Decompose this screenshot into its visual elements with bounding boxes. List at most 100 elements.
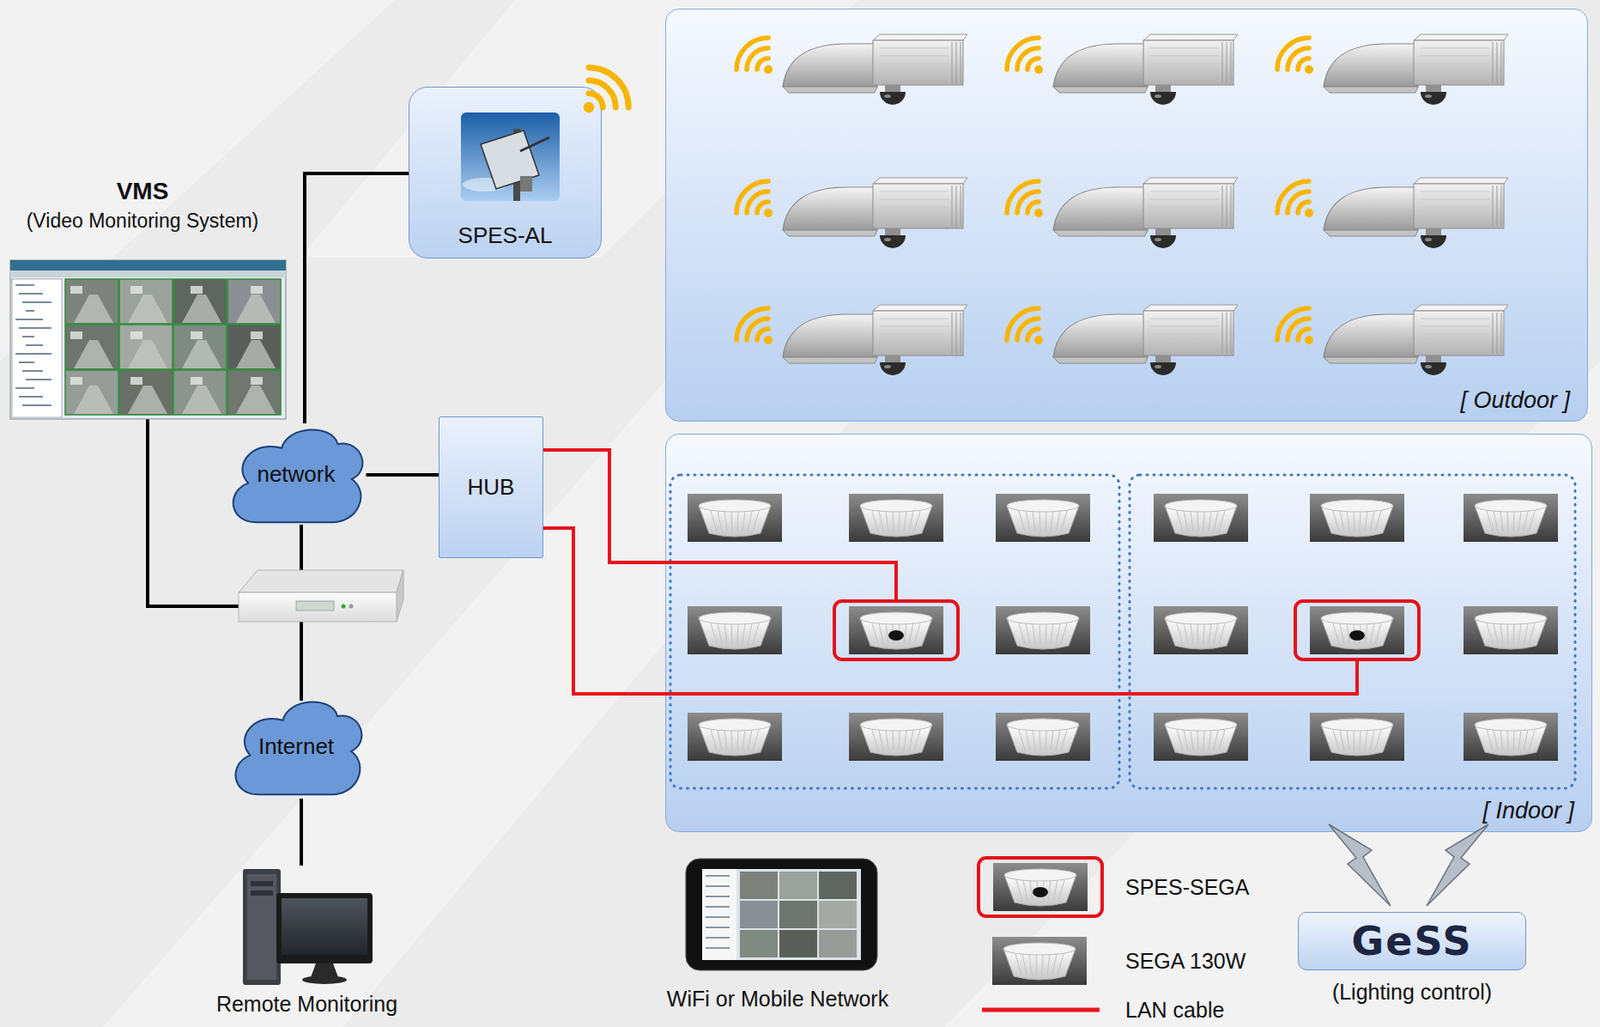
fixture-fin <box>1042 953 1043 975</box>
wifi-arc <box>1027 201 1039 213</box>
dome-camera <box>1150 362 1176 376</box>
fixture-fin <box>1339 729 1345 751</box>
camera-glint <box>884 364 891 369</box>
fixture-rim <box>1321 612 1394 625</box>
camera-tile <box>119 369 173 415</box>
tile-road <box>181 339 222 369</box>
light-box <box>1413 40 1504 85</box>
hood-rim <box>782 357 878 364</box>
fixture-fin <box>752 510 759 532</box>
box-fin <box>956 185 958 227</box>
box-fin <box>1501 42 1503 84</box>
fixture-fin <box>752 623 759 644</box>
wifi-arc <box>757 328 769 340</box>
fixture-fin <box>1208 623 1212 644</box>
hood-rim <box>1053 230 1148 237</box>
fixture-fin <box>1500 623 1504 644</box>
fixture-fin <box>1176 510 1183 532</box>
fixture-bowl <box>1321 618 1394 649</box>
sidebar-item <box>705 946 730 949</box>
box-rib <box>879 191 949 193</box>
fixture-fin <box>892 510 894 532</box>
light-box <box>1413 310 1504 356</box>
wifi-dot <box>763 65 773 74</box>
fixture-fin <box>1518 729 1522 751</box>
sega-light <box>687 493 782 542</box>
wifi-icon <box>1006 308 1043 345</box>
fixture-fin <box>717 623 722 644</box>
tile-road <box>127 385 168 414</box>
wifi-arc <box>1006 181 1039 213</box>
fixture-frame <box>687 493 782 542</box>
wifi-dot <box>1034 335 1043 345</box>
hood-rim <box>1323 230 1419 237</box>
camera-eye <box>888 630 904 641</box>
wifi-icon <box>1277 37 1314 74</box>
fixture-rim <box>698 718 771 731</box>
light-box <box>1413 183 1504 229</box>
fixture-frame <box>1309 493 1405 542</box>
camera-tile <box>227 324 281 370</box>
wifi-arc <box>746 191 769 213</box>
legend-entry: LAN cable <box>1125 996 1225 1023</box>
sega-light <box>1153 712 1249 761</box>
fixture-bowl <box>698 724 771 756</box>
phone-body <box>685 858 878 970</box>
phone-screen <box>702 868 861 960</box>
box-rib <box>1150 55 1219 57</box>
wire <box>299 621 304 701</box>
fixture-fin <box>1197 729 1199 751</box>
box-fin <box>1222 42 1224 84</box>
light-box <box>1143 310 1234 356</box>
street-light <box>1006 177 1238 249</box>
fixture-fin <box>1015 953 1022 975</box>
camera-mount <box>884 355 901 363</box>
box-fin <box>1230 42 1232 84</box>
fixture-fin <box>1518 623 1522 644</box>
vms-heading: VMS(Video Monitoring System) <box>3 176 282 249</box>
fixture-fin <box>1346 729 1350 751</box>
wifi-icon <box>583 67 630 114</box>
tile-object <box>70 331 83 340</box>
sega-light <box>995 493 1091 542</box>
fixture-bowl <box>860 724 933 756</box>
fixture-fin <box>1190 623 1194 644</box>
indoor-panel: [ Indoor ] <box>665 433 1593 832</box>
fixture-fin <box>885 510 889 532</box>
fixture-fin <box>914 623 921 644</box>
street-light <box>1277 177 1509 249</box>
fixture-frame <box>1153 712 1249 761</box>
tree-item <box>22 301 52 304</box>
fixture-bowl <box>860 618 933 649</box>
tile-object <box>70 376 83 385</box>
fixture-fin <box>1197 623 1199 644</box>
nvr-led <box>341 604 346 609</box>
wifi-arc <box>1006 308 1039 340</box>
box-fin <box>1222 185 1224 227</box>
street-light <box>1006 304 1238 376</box>
tree-item <box>25 378 52 381</box>
fixture-rim <box>1164 612 1237 625</box>
box-rib <box>879 318 949 320</box>
fixture-fin <box>1375 623 1382 644</box>
sega-light <box>687 712 782 761</box>
camera-glint <box>1424 94 1432 98</box>
lightning-bolt <box>1328 824 1391 906</box>
light-box <box>872 40 964 85</box>
box-rib <box>879 326 949 328</box>
tile-road <box>127 339 168 369</box>
fixture-fin <box>1213 729 1219 751</box>
fixture-fin <box>710 623 717 644</box>
spes-sega-light <box>834 600 958 660</box>
box-rib <box>1420 48 1490 49</box>
camera-eye <box>1349 630 1365 641</box>
fixture-fin <box>731 623 733 644</box>
fixture-fin <box>1507 623 1509 644</box>
fixture-fin <box>1030 879 1033 901</box>
sidebar-item <box>705 915 730 918</box>
fixture-fin <box>1203 510 1205 532</box>
dome-camera <box>879 362 906 376</box>
wifi-arc <box>746 318 769 340</box>
camera-glint <box>1424 364 1432 369</box>
fixture-bowl <box>1006 618 1079 649</box>
